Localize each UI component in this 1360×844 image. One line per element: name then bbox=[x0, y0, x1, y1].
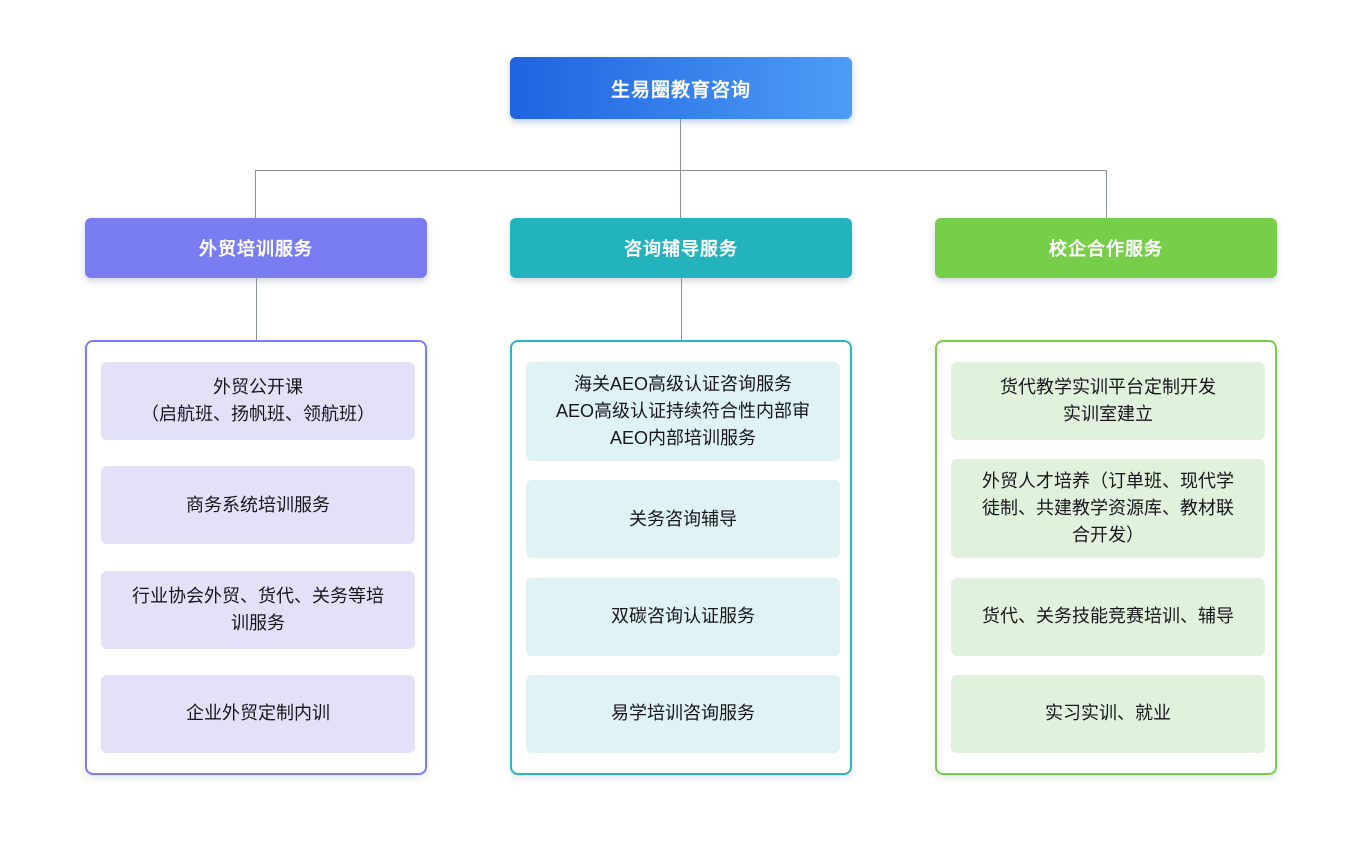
service-item-text: 实习实训、就业 bbox=[1045, 703, 1171, 724]
service-item-text: 商务系统培训服务 bbox=[186, 494, 330, 515]
service-item-text: 海关AEO高级认证咨询服务 bbox=[573, 374, 792, 394]
connector-root-down bbox=[680, 119, 681, 170]
service-item-text: （启航班、扬帆班、领航班） bbox=[141, 404, 375, 424]
service-item: 货代教学实训平台定制开发实训室建立 bbox=[951, 362, 1265, 440]
service-item: 货代、关务技能竞赛培训、辅导 bbox=[951, 577, 1265, 656]
service-item-text: 实训室建立 bbox=[1063, 404, 1153, 424]
service-item-text: 双碳咨询认证服务 bbox=[611, 606, 755, 627]
service-item: 行业协会外贸、货代、关务等培训服务 bbox=[101, 570, 415, 649]
service-item-text: 货代教学实训平台定制开发 bbox=[1000, 377, 1216, 397]
service-item: 易学培训咨询服务 bbox=[526, 674, 840, 753]
service-item-text: 货代、关务技能竞赛培训、辅导 bbox=[982, 606, 1234, 627]
branch-header-consulting-coaching: 咨询辅导服务 bbox=[510, 218, 852, 278]
branch-header-school-enterprise: 校企合作服务 bbox=[935, 218, 1277, 278]
branch-school-enterprise: 校企合作服务货代教学实训平台定制开发实训室建立外贸人才培养（订单班、现代学徒制、… bbox=[935, 218, 1277, 775]
service-item-text: AEO高级认证持续符合性内部审 bbox=[555, 401, 810, 421]
branch-list-consulting-coaching: 海关AEO高级认证咨询服务 AEO高级认证持续符合性内部审 AEO内部培训服务关务咨… bbox=[510, 340, 852, 775]
root-node: 生易圈教育咨询 bbox=[510, 57, 852, 119]
service-item-text: 企业外贸定制内训 bbox=[186, 703, 330, 724]
service-item: 外贸人才培养（订单班、现代学徒制、共建教学资源库、教材联合开发） bbox=[951, 459, 1265, 559]
connector-drop-branch-1 bbox=[255, 170, 256, 218]
branch-list-school-enterprise: 货代教学实训平台定制开发实训室建立外贸人才培养（订单班、现代学徒制、共建教学资源… bbox=[935, 340, 1277, 775]
service-item-text: 外贸人才培养（订单班、现代学徒制、共建教学资源库、教材联合开发） bbox=[982, 471, 1234, 546]
connector-header-to-list bbox=[680, 278, 682, 340]
service-item-text: AEO内部培训服务 bbox=[609, 428, 756, 448]
connector-drop-branch-2 bbox=[680, 170, 681, 218]
service-item: 关务咨询辅导 bbox=[526, 480, 840, 559]
branch-list-trade-training: 外贸公开课 （启航班、扬帆班、领航班） 商务系统培训服务行业协会外贸、货代、关务等培… bbox=[85, 340, 427, 775]
connector-header-to-list bbox=[255, 278, 257, 340]
service-item: 实习实训、就业 bbox=[951, 674, 1265, 753]
service-item-text: 关务咨询辅导 bbox=[629, 508, 737, 529]
service-item: 企业外贸定制内训 bbox=[101, 674, 415, 753]
service-item-text: 易学培训咨询服务 bbox=[611, 703, 755, 724]
connector-horizontal bbox=[255, 170, 1107, 171]
service-item: 商务系统培训服务 bbox=[101, 466, 415, 545]
service-item-text: 外贸公开课 bbox=[213, 377, 303, 397]
branch-header-trade-training: 外贸培训服务 bbox=[85, 218, 427, 278]
service-item: 海关AEO高级认证咨询服务 AEO高级认证持续符合性内部审 AEO内部培训服务 bbox=[526, 362, 840, 461]
branch-consulting-coaching: 咨询辅导服务海关AEO高级认证咨询服务 AEO高级认证持续符合性内部审 AEO内部培… bbox=[510, 218, 852, 775]
branch-trade-training: 外贸培训服务外贸公开课 （启航班、扬帆班、领航班） 商务系统培训服务行业协会外贸、货… bbox=[85, 218, 427, 775]
service-item: 双碳咨询认证服务 bbox=[526, 577, 840, 656]
connector-drop-branch-3 bbox=[1106, 170, 1107, 218]
service-item-text: 行业协会外贸、货代、关务等培训服务 bbox=[132, 585, 384, 633]
service-item: 外贸公开课 （启航班、扬帆班、领航班） bbox=[101, 362, 415, 440]
